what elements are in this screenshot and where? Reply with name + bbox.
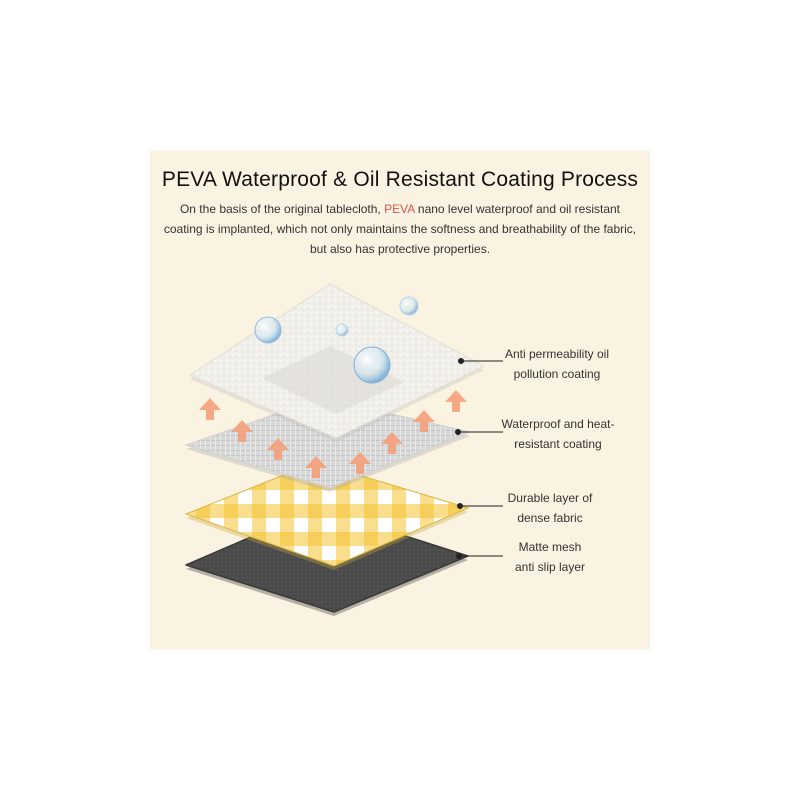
water-droplet-icon [254, 316, 282, 344]
up-arrow-icon [267, 438, 289, 460]
water-droplet-icon [399, 296, 419, 316]
label-anti-permeability: Anti permeability oil pollution coating [504, 347, 610, 381]
description-text-start: On the basis of the original tablecloth, [179, 202, 385, 216]
water-droplet-icon [353, 346, 391, 384]
layer-top-coating [188, 283, 486, 442]
up-arrow-icon [199, 398, 221, 420]
description: On the basis of the original tablecloth,… [160, 199, 640, 259]
up-arrow-icon [413, 410, 435, 432]
description-highlight: PEVA [384, 202, 415, 216]
up-arrow-icons [199, 390, 467, 478]
page-title: PEVA Waterproof & Oil Resistant Coating … [161, 168, 639, 191]
up-arrow-icon [231, 420, 253, 442]
label-waterproof-heat-resistant: Waterproof and heat- resistant coating [501, 417, 615, 451]
up-arrow-icon [349, 452, 371, 474]
layer-linen [184, 397, 472, 492]
up-arrow-icon [305, 456, 327, 478]
up-arrow-icon [445, 390, 467, 412]
description-text-end: nano level waterproof and oil resistant … [163, 202, 637, 256]
water-droplet-icon [335, 323, 349, 337]
leader-lines [455, 358, 503, 559]
label-matte-mesh: Matte mesh anti slip layer [514, 540, 586, 574]
water-droplet-icons [254, 296, 419, 384]
layer-gingham-fabric [184, 461, 470, 570]
label-durable-fabric: Durable layer of dense fabric [507, 491, 593, 525]
up-arrow-icon [381, 432, 403, 454]
